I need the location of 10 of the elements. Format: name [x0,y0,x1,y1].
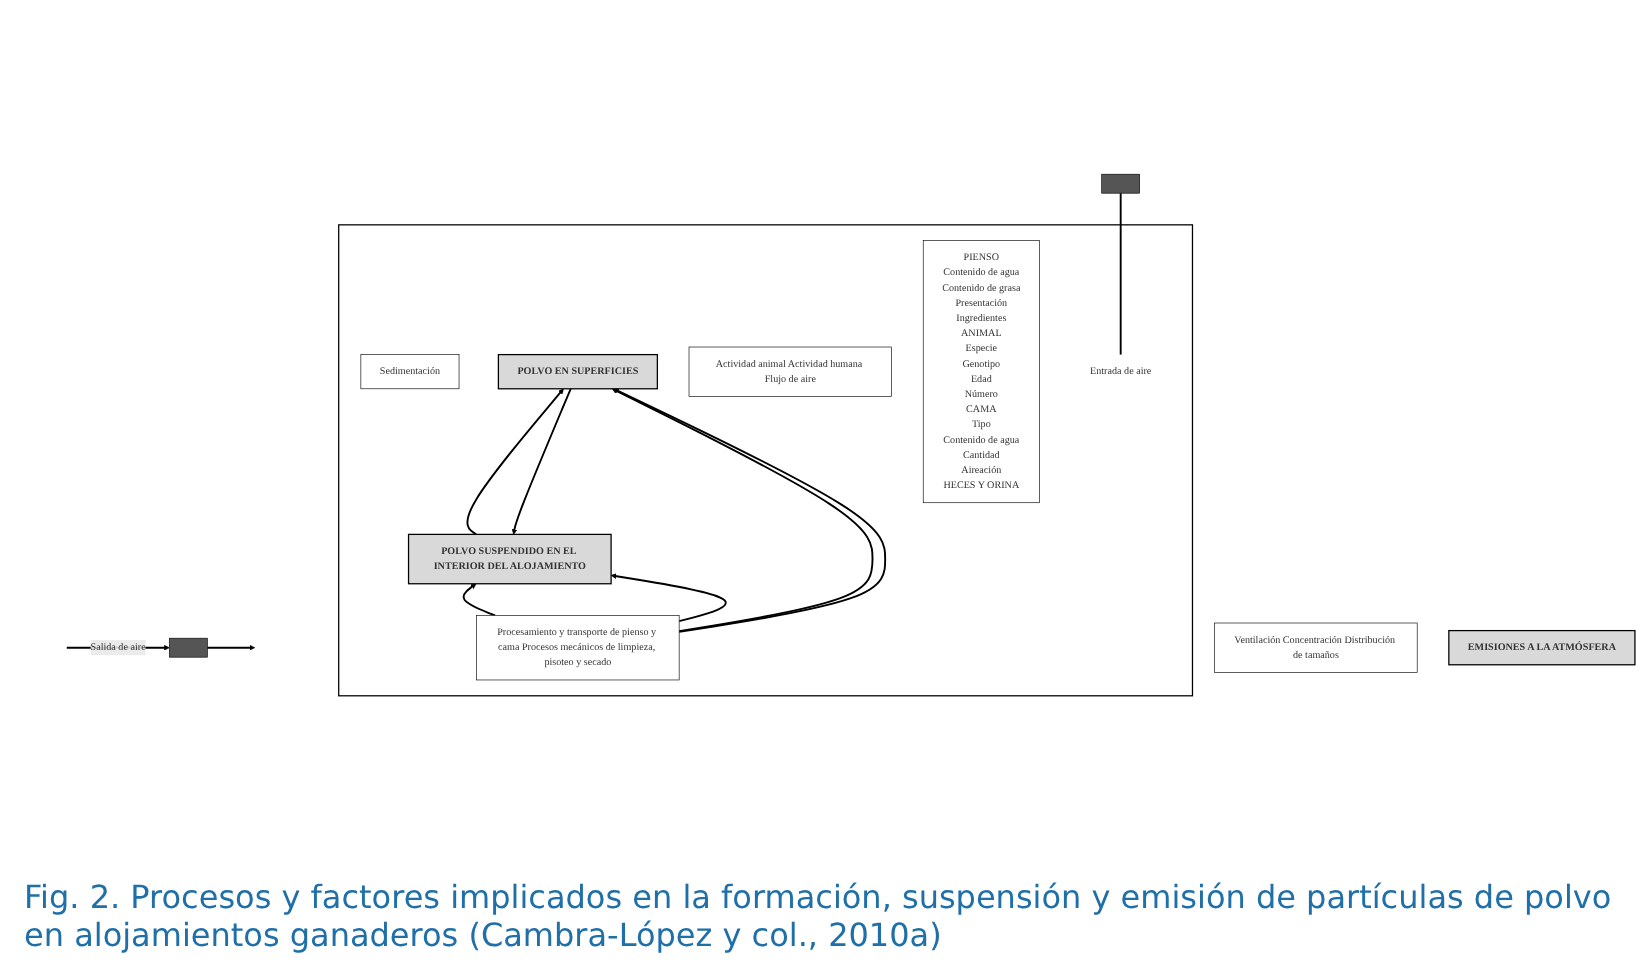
cluster [338,224,1194,697]
arrow [206,644,256,651]
figure-caption: Fig. 2. Procesos y factores implicados en la formación, suspensión y emisión de partículas de polvo en alojamientos ganaderos (Cambra-López y col., 2010a) [22,876,1614,958]
arrow [511,387,572,535]
connector [1119,192,1122,356]
arrow [466,388,564,536]
node-bar [169,637,208,658]
arrow [610,573,727,623]
node-bar [1101,173,1140,194]
arrow [462,583,496,617]
